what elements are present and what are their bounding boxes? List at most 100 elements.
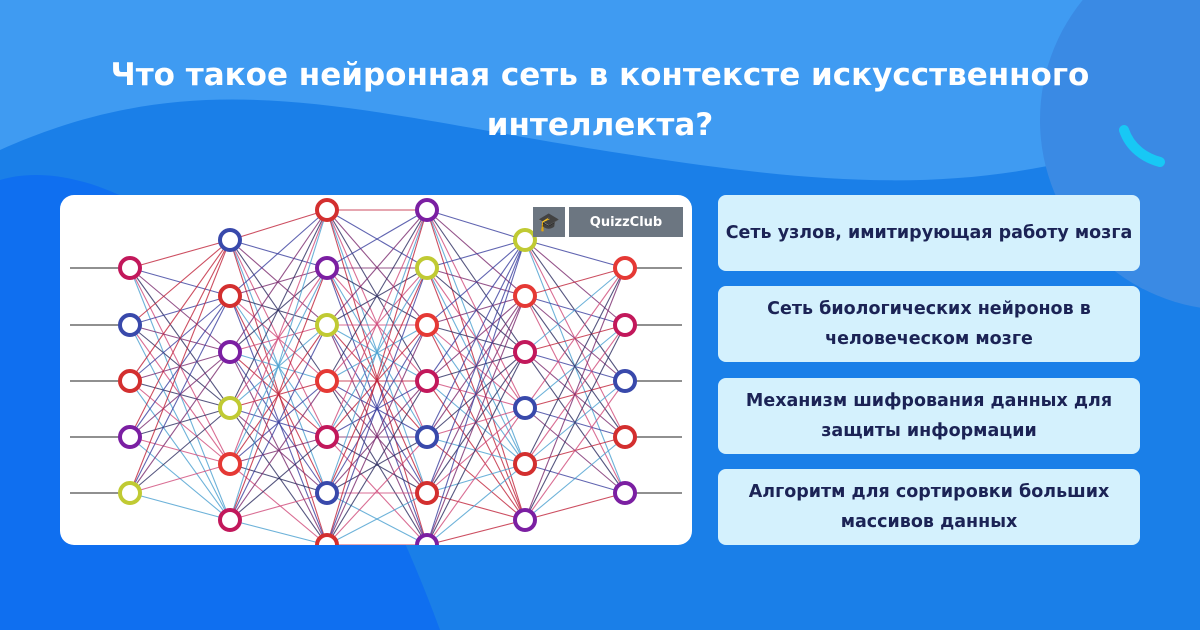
connection-line bbox=[326, 209, 428, 382]
connection-line bbox=[229, 267, 328, 521]
neuron-node bbox=[315, 313, 339, 337]
neuron-node bbox=[415, 369, 439, 393]
neural-network-illustration bbox=[70, 198, 682, 545]
neuron-node bbox=[315, 533, 339, 545]
connection-line bbox=[426, 407, 526, 545]
question-title: Что такое нейронная сеть в контексте иск… bbox=[110, 57, 1090, 143]
connection-line bbox=[326, 324, 428, 494]
connection-line bbox=[129, 239, 231, 438]
connection-line bbox=[426, 463, 526, 494]
connection-line bbox=[524, 267, 626, 465]
answer-option-4[interactable]: Алгоритм для сортировки больших массивов… bbox=[718, 469, 1140, 545]
neuron-node bbox=[513, 284, 537, 308]
neuron-node bbox=[513, 228, 537, 252]
connection-line bbox=[524, 267, 626, 409]
connection-line bbox=[326, 380, 428, 545]
connection-line bbox=[129, 239, 231, 269]
neuron-node bbox=[415, 313, 439, 337]
neuron-node bbox=[613, 369, 637, 393]
answer-option-3[interactable]: Механизм шифрования данных для защиты ин… bbox=[718, 378, 1140, 454]
connection-line bbox=[326, 209, 428, 269]
connection-line bbox=[426, 239, 526, 438]
connection-line bbox=[229, 324, 328, 521]
connection-line bbox=[229, 436, 328, 521]
connection-line bbox=[326, 209, 428, 545]
connection-line bbox=[229, 380, 328, 521]
connection-line bbox=[326, 492, 428, 545]
neuron-node bbox=[513, 452, 537, 476]
connection-line bbox=[426, 295, 526, 545]
answer-label: Механизм шифрования данных для защиты ин… bbox=[745, 391, 1113, 441]
connection-line bbox=[524, 436, 626, 521]
neuron-node bbox=[613, 481, 637, 505]
neuron-node bbox=[218, 396, 242, 420]
neuron-node bbox=[218, 284, 242, 308]
connection-line bbox=[129, 407, 231, 494]
connection-line bbox=[426, 239, 526, 545]
connection-line bbox=[524, 267, 626, 297]
neuron-node bbox=[118, 369, 142, 393]
connection-line bbox=[426, 351, 526, 545]
connection-line bbox=[326, 380, 428, 494]
neuron-node bbox=[415, 256, 439, 280]
neuron-node bbox=[613, 425, 637, 449]
answer-option-2[interactable]: Сеть биологических нейронов в человеческ… bbox=[718, 286, 1140, 362]
answer-label: Алгоритм для сортировки больших массивов… bbox=[748, 482, 1110, 532]
neuron-node bbox=[513, 508, 537, 532]
connection-line bbox=[229, 239, 328, 269]
neuron-node bbox=[315, 425, 339, 449]
neuron-node bbox=[415, 425, 439, 449]
connection-line bbox=[129, 351, 231, 494]
connection-line bbox=[524, 324, 626, 521]
connection-line bbox=[426, 519, 526, 545]
connection-line bbox=[326, 267, 428, 494]
connection-line bbox=[229, 209, 328, 241]
neuron-node bbox=[118, 256, 142, 280]
neuron-node bbox=[315, 369, 339, 393]
neuron-node bbox=[218, 452, 242, 476]
neuron-node bbox=[315, 481, 339, 505]
neuron-node bbox=[513, 396, 537, 420]
neuron-node bbox=[415, 533, 439, 545]
connection-line bbox=[229, 209, 328, 465]
neuron-node bbox=[415, 198, 439, 222]
answer-option-1[interactable]: Сеть узлов, имитирующая работу мозга bbox=[718, 195, 1140, 271]
neuron-node bbox=[218, 508, 242, 532]
neuron-node bbox=[118, 481, 142, 505]
neuron-node bbox=[118, 425, 142, 449]
connection-line bbox=[129, 239, 231, 382]
connection-line bbox=[229, 209, 328, 353]
connection-line bbox=[426, 239, 526, 326]
watermark-text: QuizzClub bbox=[569, 207, 683, 237]
connection-line bbox=[326, 324, 428, 545]
connection-line bbox=[129, 239, 231, 326]
connection-line bbox=[129, 239, 231, 494]
neuron-node bbox=[118, 313, 142, 337]
connection-line bbox=[326, 209, 428, 438]
connection-line bbox=[524, 267, 626, 353]
neuron-node bbox=[415, 481, 439, 505]
connection-line bbox=[229, 209, 328, 521]
connection-line bbox=[326, 436, 428, 545]
connection-line bbox=[229, 492, 328, 521]
connection-line bbox=[326, 209, 428, 494]
connection-line bbox=[426, 295, 526, 494]
connection-line bbox=[229, 519, 328, 545]
connection-line bbox=[229, 209, 328, 409]
connection-line bbox=[426, 492, 526, 521]
connection-line bbox=[524, 380, 626, 521]
connection-line bbox=[129, 463, 231, 494]
connection-line bbox=[129, 295, 231, 494]
connection-line bbox=[326, 267, 428, 545]
neuron-node bbox=[315, 198, 339, 222]
neuron-node bbox=[613, 256, 637, 280]
neuron-node bbox=[513, 340, 537, 364]
connection-line bbox=[426, 239, 526, 382]
answer-label: Сеть узлов, имитирующая работу мозга bbox=[725, 223, 1133, 243]
connection-line bbox=[326, 209, 428, 326]
neuron-node bbox=[218, 340, 242, 364]
connection-line bbox=[426, 463, 526, 545]
quizzclub-watermark: 🎓 QuizzClub bbox=[533, 207, 683, 237]
connection-line bbox=[524, 239, 626, 269]
connection-line bbox=[229, 209, 328, 297]
